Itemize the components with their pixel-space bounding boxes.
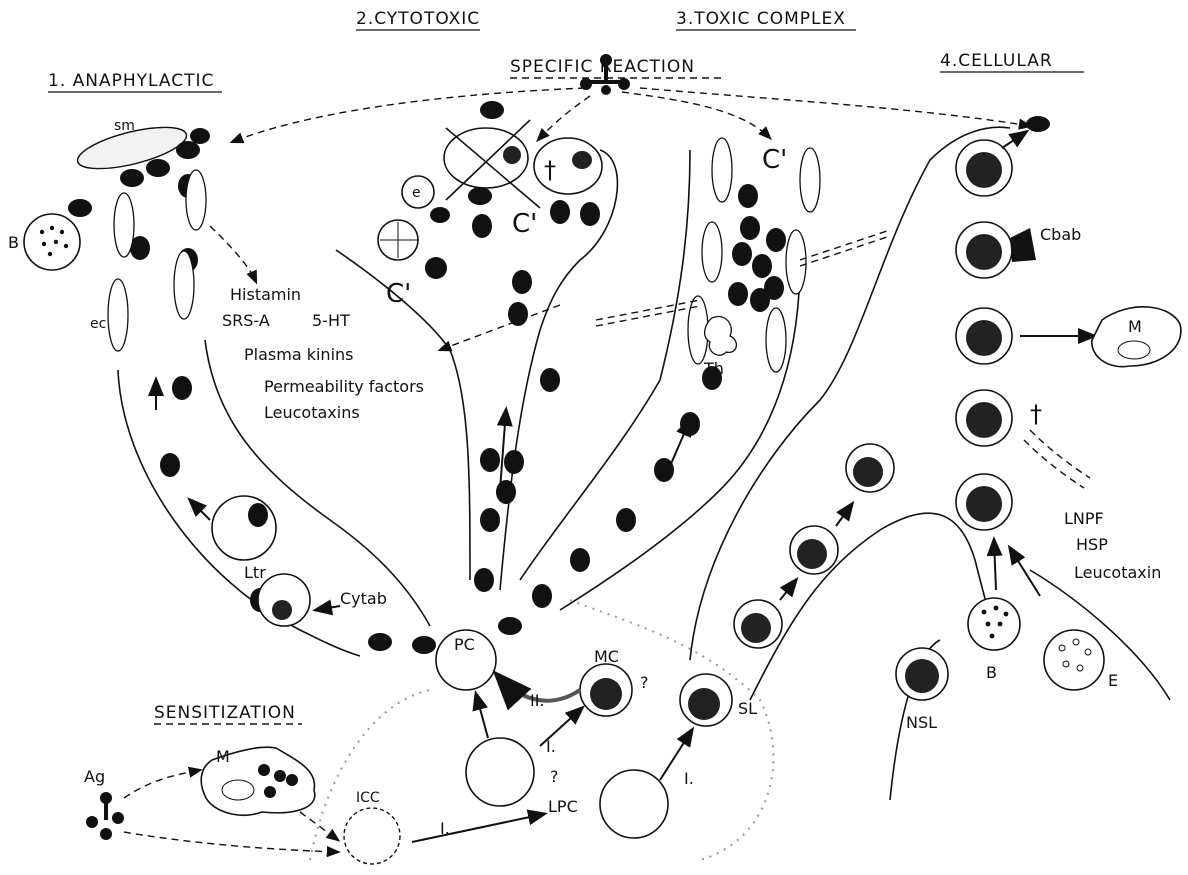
heading-toxic-complex: 3.TOXIC COMPLEX: [676, 9, 846, 29]
label-q2: ?: [550, 767, 559, 786]
lymphoid-precursor-cell: [466, 738, 534, 806]
label-e-right: E: [1108, 671, 1118, 690]
factor-lnpf: LNPF: [1064, 509, 1104, 528]
label-cbab: Cbab: [1040, 225, 1081, 244]
label-roman-i-sl: I.: [684, 769, 694, 788]
arrow-plasma-cell-upwards: [190, 500, 210, 520]
arrow-macrophage-to-icc: [300, 812, 338, 840]
basophil-cell-right: [968, 598, 1020, 650]
antigen-target-cellular: [1026, 116, 1050, 132]
label-mc: MC: [594, 647, 619, 666]
macrophage-m-right: [1092, 307, 1181, 367]
antibodies-cytotoxic-vessel: [474, 270, 560, 592]
arrow-sl-to-antigen: [1002, 132, 1026, 148]
arrow-icc-to-lpc: [412, 814, 544, 842]
factor-hsp: HSP: [1076, 535, 1108, 554]
mediator-5ht: 5-HT: [312, 311, 350, 330]
complement-c: C': [762, 145, 787, 175]
arrow-to-anaphylactic: [232, 88, 585, 142]
arrow-up-cellular-2: [836, 504, 852, 526]
label-roman-i-icc: I.: [440, 819, 450, 838]
heading-anaphylactic: 1. ANAPHYLACTIC: [48, 71, 214, 91]
label-sl: SL: [738, 699, 757, 718]
arrow-up-cytotoxic: [500, 410, 506, 490]
endothelial-cells-left: [108, 170, 206, 351]
arrow-basophil-up: [994, 540, 996, 590]
label-ec: ec: [90, 316, 106, 332]
complement-a: C': [512, 209, 537, 239]
immune-complex-cluster: [728, 184, 786, 312]
dagger-b-icon: †: [1030, 400, 1042, 428]
arrow-to-cellular: [640, 88, 1030, 126]
basophil-cell-left: [24, 214, 80, 270]
cellular-factor-list: LNPF HSP Leucotaxin: [1064, 509, 1161, 582]
mediator-permeability-factors: Permeability factors: [264, 377, 424, 396]
label-pc: PC: [454, 635, 475, 654]
label-basophil-left: B: [8, 233, 19, 252]
label-ltr: Ltr: [244, 563, 266, 582]
mediator-plasma-kinins: Plasma kinins: [244, 345, 353, 364]
dagger-a-icon: †: [544, 156, 556, 184]
label-q1: ?: [640, 673, 649, 692]
vessel-wall-toxic-right: [560, 260, 800, 610]
arrow-to-toxic-complex: [622, 92, 770, 138]
label-icc: ICC: [356, 790, 380, 806]
thrombocyte-cluster: [705, 316, 737, 355]
arrow-up-toxic: [664, 420, 690, 480]
label-e: e: [412, 185, 421, 201]
label-m-left: M: [216, 747, 230, 766]
vessel-wall-toxic-left: [520, 150, 690, 580]
arrow-complement-mediators: [440, 305, 560, 350]
heading-sensitization: SENSITIZATION: [154, 703, 296, 723]
antibodies-toxic-vessel: [498, 366, 722, 635]
lymphoid-precursor-cell-lpc: [600, 770, 668, 838]
heading-cytotoxic: 2.CYTOTOXIC: [356, 9, 480, 29]
mediator-histamin: Histamin: [230, 285, 301, 304]
label-roman-ii: II.: [530, 691, 545, 710]
mediator-leucotaxins: Leucotaxins: [264, 403, 360, 422]
arrow-mediator-release: [210, 226, 256, 282]
sensitized-lymphocyte-column: [956, 140, 1012, 530]
arrow-ag-to-macrophage: [124, 770, 200, 798]
heading-cellular: 4.CELLULAR: [940, 51, 1053, 71]
label-nsl: NSL: [906, 713, 937, 732]
label-m-right: M: [1128, 317, 1142, 336]
arrow-up-cellular-1: [780, 580, 796, 600]
label-b-right: B: [986, 663, 997, 682]
plasma-cell-left-vessel: [212, 496, 276, 560]
arrow-cellular-factors: [1024, 430, 1090, 488]
label-roman-i-mc: I.: [546, 737, 556, 756]
vessel-wall-cellular-right: [1030, 570, 1170, 700]
arrow-eosinophil-up: [1010, 548, 1040, 596]
label-sm: sm: [114, 118, 135, 134]
immune-competent-cell-icc: [344, 808, 400, 864]
sensitized-lymphocytes-vessel: [734, 444, 894, 648]
vessel-wall-cellular-left: [690, 127, 1010, 660]
leakage-lines-cellular: [800, 230, 890, 266]
eosinophil-cell-e: [1044, 630, 1104, 690]
label-cytab: Cytab: [340, 589, 387, 608]
arrow-ag-to-icc: [124, 832, 338, 852]
antigen-ag-icon: [86, 792, 124, 840]
mediator-srs-a: SRS-A: [222, 311, 270, 330]
arrow-to-pc: [476, 694, 488, 738]
arrow-cytab: [316, 606, 340, 610]
label-lpc: LPC: [548, 797, 578, 816]
complement-b: C': [386, 279, 411, 309]
cell-bound-antibody-cbab: [1010, 228, 1036, 262]
vessel-wall-cellular-mid: [750, 513, 1000, 700]
leakage-lines-toxic: [596, 300, 700, 326]
label-ag: Ag: [84, 767, 105, 786]
factor-leucotaxin: Leucotaxin: [1074, 563, 1161, 582]
arrow-to-cytotoxic: [538, 96, 590, 140]
